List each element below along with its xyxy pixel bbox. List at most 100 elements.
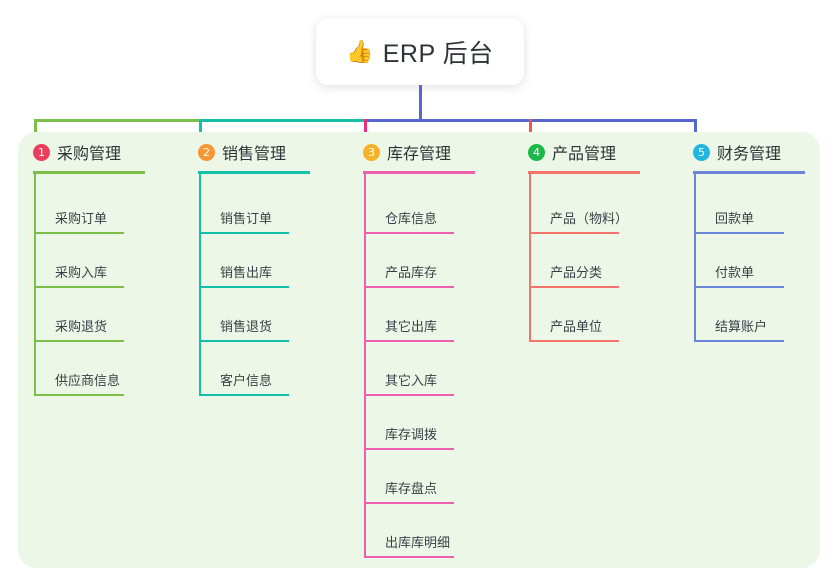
module-spine-4	[529, 174, 531, 342]
module-spine-2	[199, 174, 201, 396]
module-item-rule	[694, 286, 784, 288]
module-item-rule	[199, 286, 289, 288]
module-item-label: 出库库明细	[385, 535, 451, 550]
modules-panel: 1 采购管理采购订单采购入库采购退货供应商信息 2 销售管理销售订单销售出库销售退货客…	[18, 132, 820, 568]
module-item-rule	[529, 232, 619, 234]
module-header-4[interactable]: 4 产品管理	[528, 140, 616, 164]
root-stem	[419, 85, 422, 122]
module-title-4: 产品管理	[552, 146, 617, 163]
module-column-1: 1 采购管理采购订单采购入库采购退货供应商信息	[33, 132, 145, 396]
module-item-rule	[34, 394, 124, 396]
module-item[interactable]: 付款单	[693, 258, 805, 288]
module-item-rule	[34, 286, 124, 288]
module-item-label: 销售订单	[220, 211, 273, 226]
module-badge-4: 4	[528, 143, 545, 161]
module-item-rule	[34, 232, 124, 234]
module-spine-1	[34, 174, 36, 396]
module-item-rule	[364, 286, 454, 288]
module-item-rule	[199, 340, 289, 342]
module-item[interactable]: 仓库信息	[363, 204, 475, 234]
module-item-label: 结算账户	[715, 319, 768, 334]
module-header-rule-2	[198, 171, 310, 174]
module-column-2: 2 销售管理销售订单销售出库销售退货客户信息	[198, 132, 310, 396]
module-item-label: 销售退货	[220, 319, 273, 334]
module-header-rule-1	[33, 171, 145, 174]
module-header-rule-4	[528, 171, 640, 174]
module-item-rule	[364, 340, 454, 342]
module-header-rule-3	[363, 171, 475, 174]
module-badge-2: 2	[198, 143, 215, 161]
module-item-rule	[529, 286, 619, 288]
module-item-rule	[364, 502, 454, 504]
module-item-rule	[694, 340, 784, 342]
module-header-1[interactable]: 1 采购管理	[33, 140, 121, 164]
module-column-5: 5 财务管理回款单付款单结算账户	[693, 132, 805, 342]
module-badge-5: 5	[693, 143, 710, 161]
module-item-label: 付款单	[715, 265, 755, 280]
module-item[interactable]: 结算账户	[693, 312, 805, 342]
module-item[interactable]: 产品（物料）	[528, 204, 640, 234]
root-node-card[interactable]: 👍 ERP 后台	[316, 18, 524, 85]
module-item[interactable]: 采购退货	[33, 312, 145, 342]
module-item-rule	[364, 394, 454, 396]
module-item-rule	[199, 232, 289, 234]
module-item[interactable]: 采购入库	[33, 258, 145, 288]
module-item-label: 仓库信息	[385, 211, 438, 226]
module-item-label: 产品（物料）	[550, 211, 629, 226]
module-item[interactable]: 销售订单	[198, 204, 310, 234]
module-item[interactable]: 产品库存	[363, 258, 475, 288]
module-item[interactable]: 出库库明细	[363, 528, 475, 558]
module-item-label: 采购入库	[55, 265, 108, 280]
module-item-rule	[364, 232, 454, 234]
module-item-label: 产品单位	[550, 319, 603, 334]
module-title-1: 采购管理	[57, 146, 122, 163]
module-item[interactable]: 回款单	[693, 204, 805, 234]
module-item-rule	[529, 340, 619, 342]
module-item-rule	[34, 340, 124, 342]
module-column-4: 4 产品管理产品（物料） 产品分类产品单位	[528, 132, 640, 342]
module-item-rule	[364, 556, 454, 558]
module-header-2[interactable]: 2 销售管理	[198, 140, 286, 164]
module-spine-3	[364, 174, 366, 558]
module-item-label: 回款单	[715, 211, 755, 226]
module-item-label: 其它出库	[385, 319, 438, 334]
module-item-label: 产品库存	[385, 265, 438, 280]
module-item[interactable]: 产品单位	[528, 312, 640, 342]
module-item[interactable]: 库存盘点	[363, 474, 475, 504]
page-title: ERP 后台	[382, 39, 494, 68]
module-item[interactable]: 客户信息	[198, 366, 310, 396]
module-item-rule	[364, 448, 454, 450]
module-item-rule	[694, 232, 784, 234]
module-header-5[interactable]: 5 财务管理	[693, 140, 781, 164]
module-item[interactable]: 采购订单	[33, 204, 145, 234]
module-item-label: 采购订单	[55, 211, 108, 226]
module-title-3: 库存管理	[387, 146, 452, 163]
module-header-3[interactable]: 3 库存管理	[363, 140, 451, 164]
module-badge-3: 3	[363, 143, 380, 161]
module-item-label: 销售出库	[220, 265, 273, 280]
module-item-label: 库存盘点	[385, 481, 438, 496]
module-item-label: 客户信息	[220, 373, 273, 388]
module-item[interactable]: 库存调拨	[363, 420, 475, 450]
module-item[interactable]: 其它入库	[363, 366, 475, 396]
module-badge-1: 1	[33, 143, 50, 161]
module-item[interactable]: 销售退货	[198, 312, 310, 342]
module-item[interactable]: 其它出库	[363, 312, 475, 342]
module-title-2: 销售管理	[222, 146, 287, 163]
module-item-label: 供应商信息	[55, 373, 121, 388]
bus-segment-2	[199, 119, 364, 122]
module-item[interactable]: 供应商信息	[33, 366, 145, 396]
module-item-label: 采购退货	[55, 319, 108, 334]
module-item-label: 其它入库	[385, 373, 438, 388]
module-item-label: 产品分类	[550, 265, 603, 280]
module-header-rule-5	[693, 171, 805, 174]
module-item-rule	[199, 394, 289, 396]
module-item[interactable]: 产品分类	[528, 258, 640, 288]
module-item[interactable]: 销售出库	[198, 258, 310, 288]
module-column-3: 3 库存管理仓库信息产品库存其它出库其它入库库存调拨库存盘点出库库明细	[363, 132, 475, 558]
module-spine-5	[694, 174, 696, 342]
bus-segment-1	[34, 119, 199, 122]
module-title-5: 财务管理	[717, 146, 782, 163]
thumbs-up-icon: 👍	[346, 38, 374, 64]
